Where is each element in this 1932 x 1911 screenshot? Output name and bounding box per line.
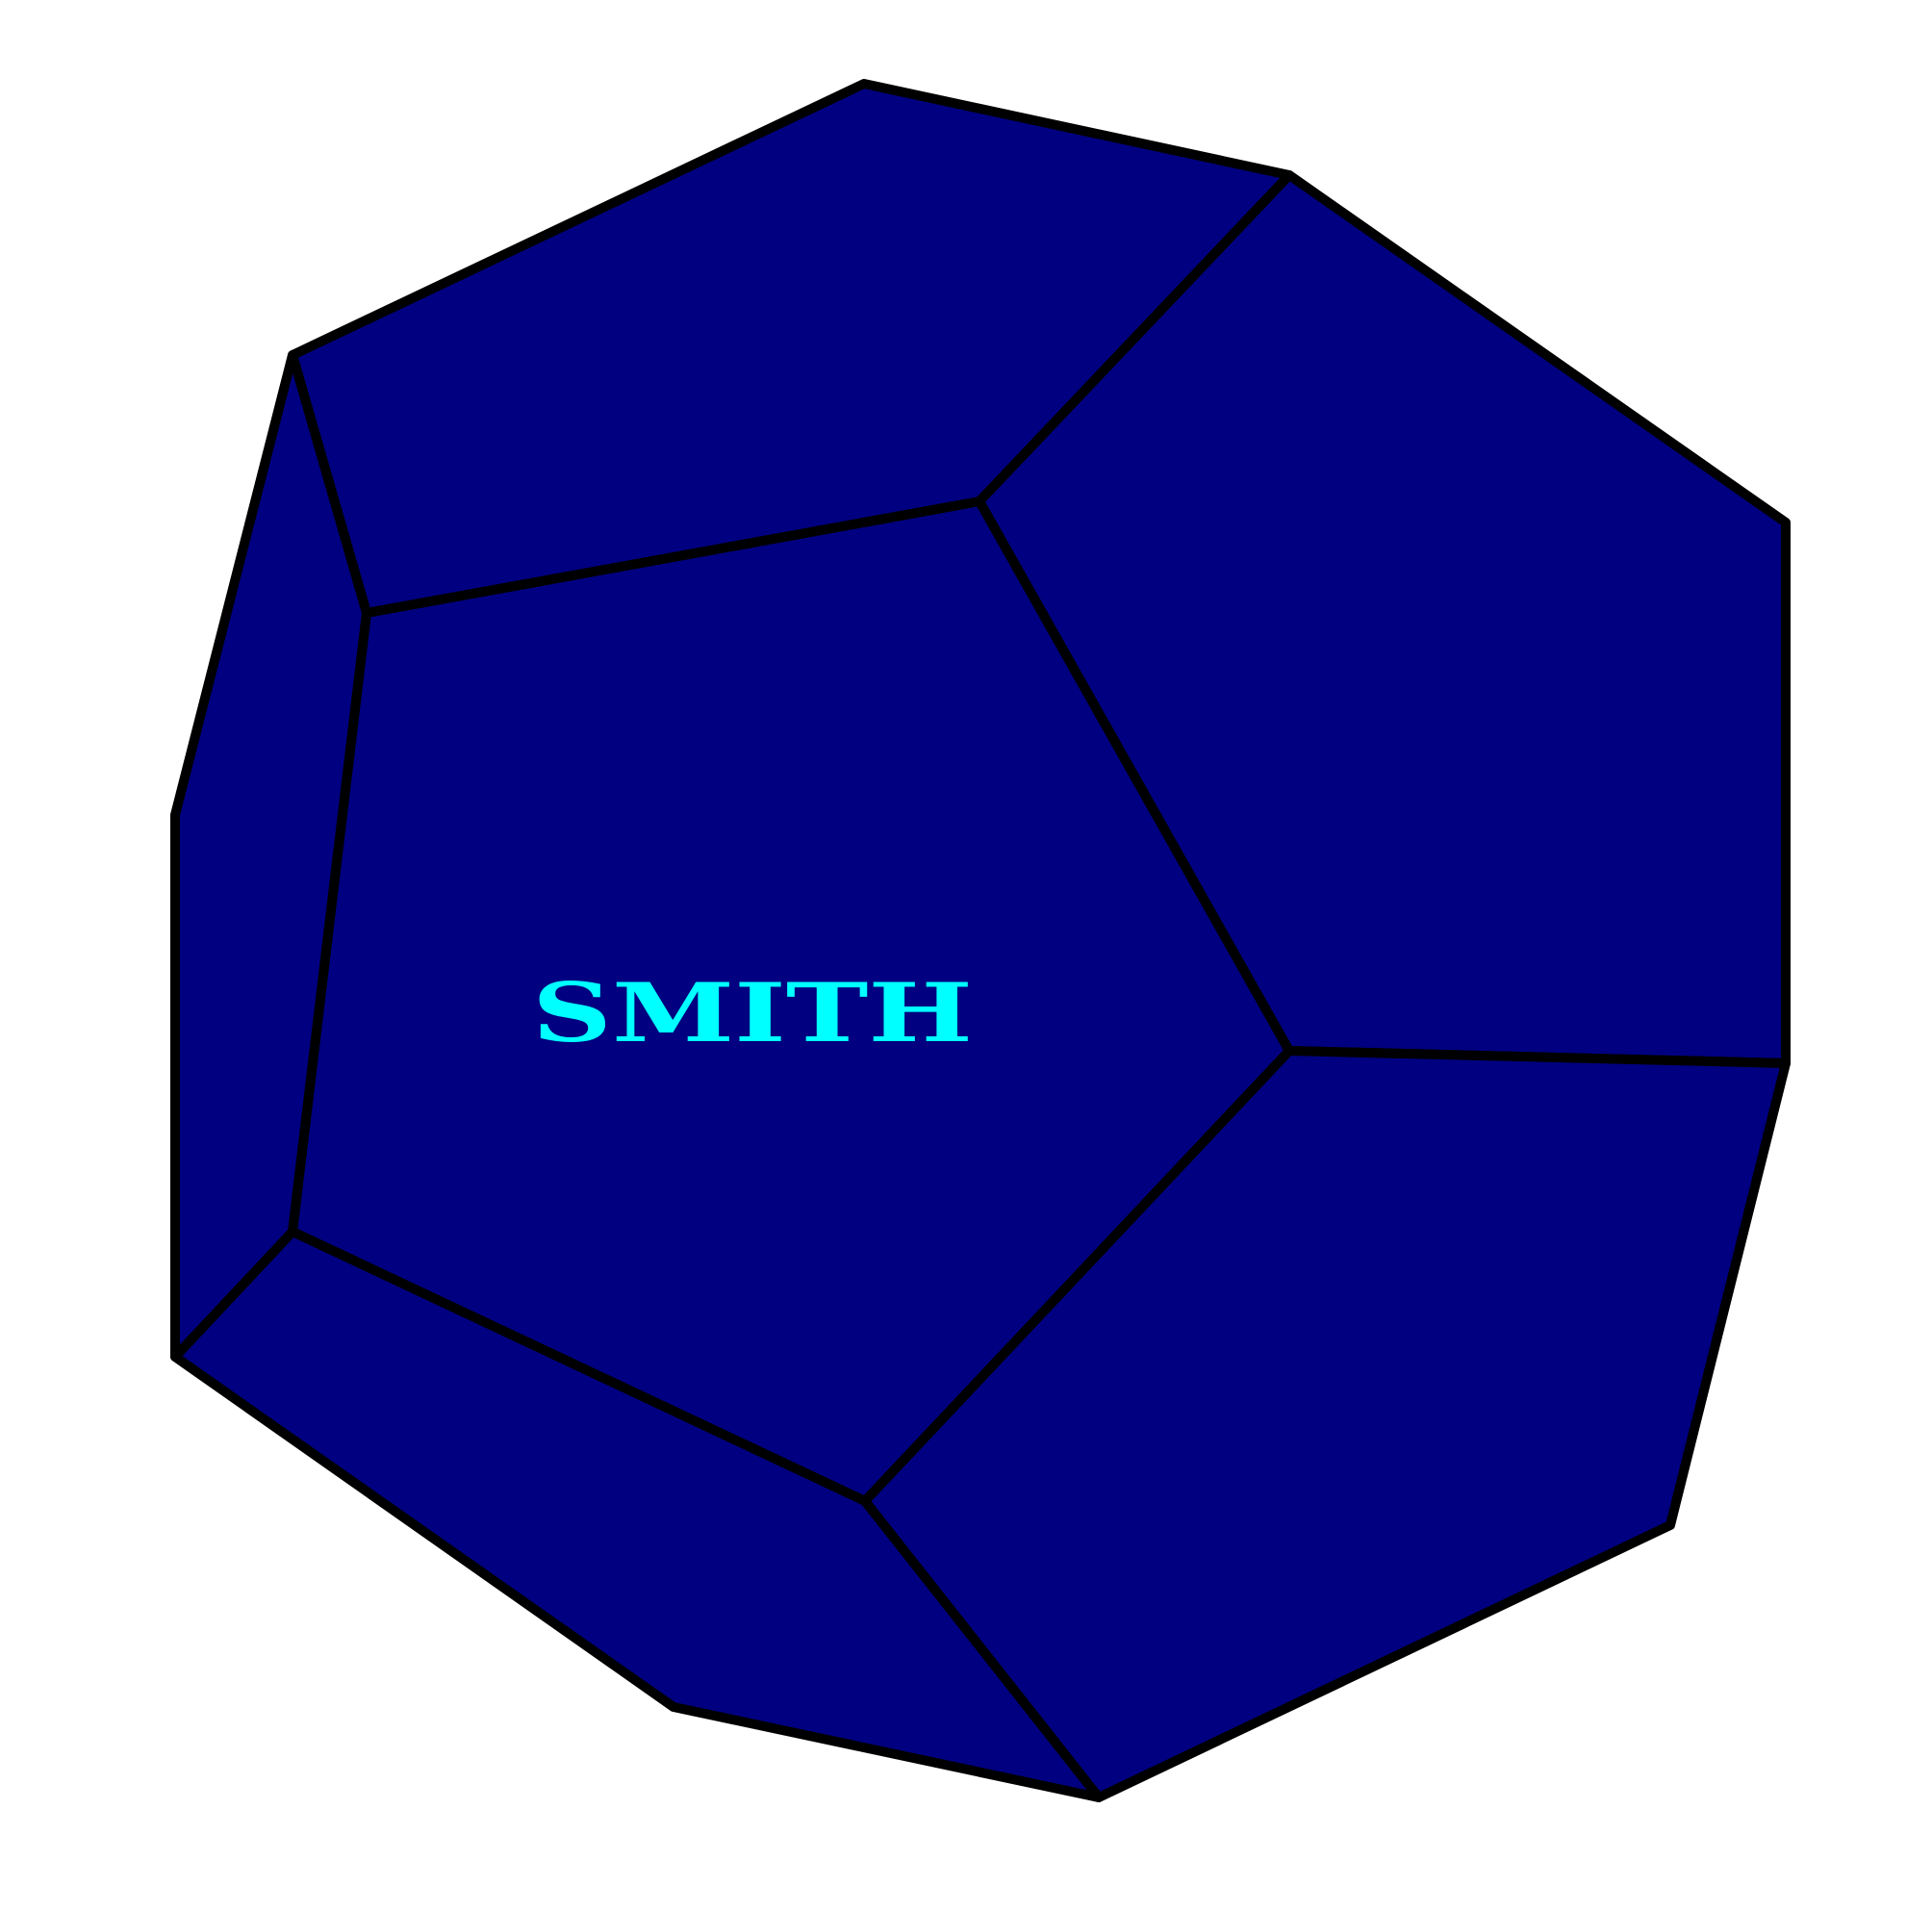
face-lower-right xyxy=(860,1046,1791,1802)
face-label: SMITH xyxy=(532,965,973,1060)
face-left xyxy=(170,350,371,1362)
